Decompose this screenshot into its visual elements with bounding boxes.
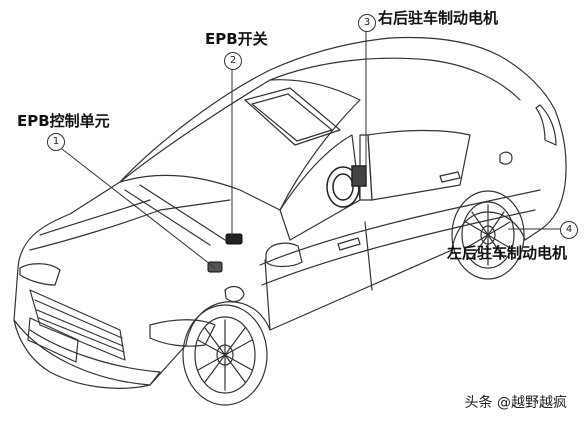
epb-control-unit-part xyxy=(207,261,223,273)
label-epb-control-unit: EPB控制单元 xyxy=(17,112,110,130)
fuel-cap xyxy=(499,151,513,165)
headlight-right xyxy=(149,319,216,347)
callout-3: 3 xyxy=(358,14,376,32)
side-window-rear xyxy=(367,129,471,201)
headlight-left xyxy=(19,263,61,286)
door-handle-front xyxy=(337,237,361,251)
front-wheel xyxy=(182,304,268,406)
callout-2: 2 xyxy=(224,52,242,70)
label-right-rear-motor: 右后驻车制动电机 xyxy=(378,9,499,27)
door-handle-rear xyxy=(439,171,461,183)
wipers xyxy=(124,184,226,246)
callout-1: 1 xyxy=(47,133,65,151)
windshield xyxy=(119,79,361,211)
label-left-rear-motor: 左后驻车制动电机 xyxy=(447,244,568,262)
rear-wheel xyxy=(451,190,525,280)
grille xyxy=(29,289,126,361)
leader-line-1 xyxy=(61,148,216,269)
sunroof xyxy=(244,87,341,146)
hood-line xyxy=(29,199,231,251)
watermark-handle: @越野越疯 xyxy=(497,395,567,411)
car-body-outline xyxy=(13,36,567,389)
door-split xyxy=(364,221,373,291)
right-rear-motor-part xyxy=(326,165,367,208)
watermark-source: 头条 xyxy=(464,395,493,411)
roof-line xyxy=(269,57,521,101)
front-bumper xyxy=(13,319,161,386)
watermark: 头条 @越野越疯 xyxy=(465,392,567,412)
label-epb-switch: EPB开关 xyxy=(205,30,268,48)
side-mirror xyxy=(265,242,303,268)
callout-4: 4 xyxy=(560,221,578,239)
door-front xyxy=(264,259,271,331)
license-plate xyxy=(27,317,79,363)
side-window-front xyxy=(279,134,361,241)
epb-switch-part xyxy=(225,233,243,245)
tail-light xyxy=(535,104,557,146)
